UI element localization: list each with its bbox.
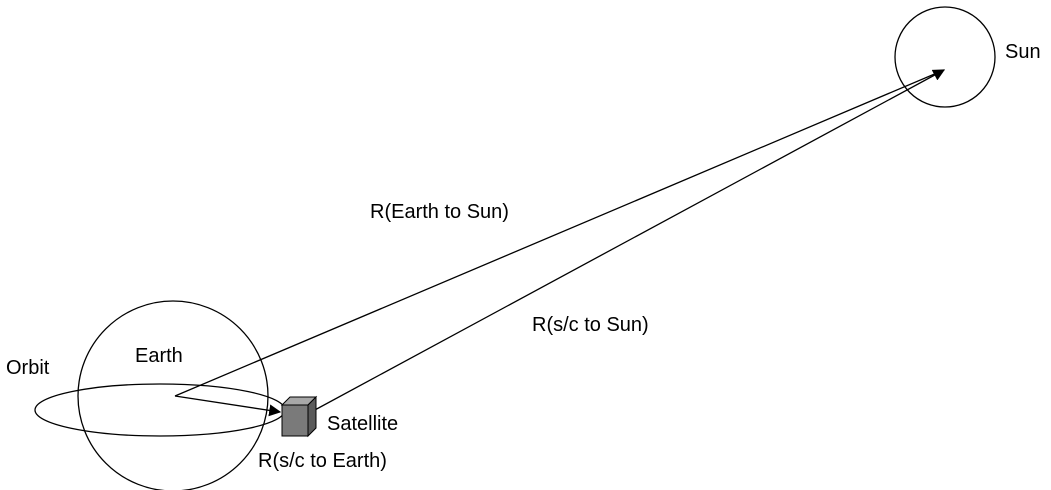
earth-to-sun-vector (175, 70, 944, 396)
satellite-label: Satellite (327, 413, 398, 435)
satellite-front-face (282, 405, 308, 436)
sun-label: Sun (1005, 41, 1041, 63)
sun-circle (895, 7, 995, 107)
sc-to-sun-label: R(s/c to Sun) (532, 314, 649, 336)
orbit-label: Orbit (6, 357, 50, 379)
earth-circle (78, 301, 268, 490)
earth-group: Earth (78, 301, 268, 490)
earth-to-sun-label: R(Earth to Sun) (370, 201, 509, 223)
satellite-group: Satellite (282, 397, 398, 436)
sc-to-sun-vector (300, 70, 944, 418)
orbit-group: Orbit (6, 357, 285, 436)
orbit-ellipse (35, 384, 285, 436)
satellite-cube-icon (282, 397, 316, 436)
earth-label: Earth (135, 345, 183, 367)
sc-to-earth-vector (175, 396, 280, 412)
sun-group: Sun (895, 7, 1041, 107)
sc-to-earth-label: R(s/c to Earth) (258, 450, 387, 472)
